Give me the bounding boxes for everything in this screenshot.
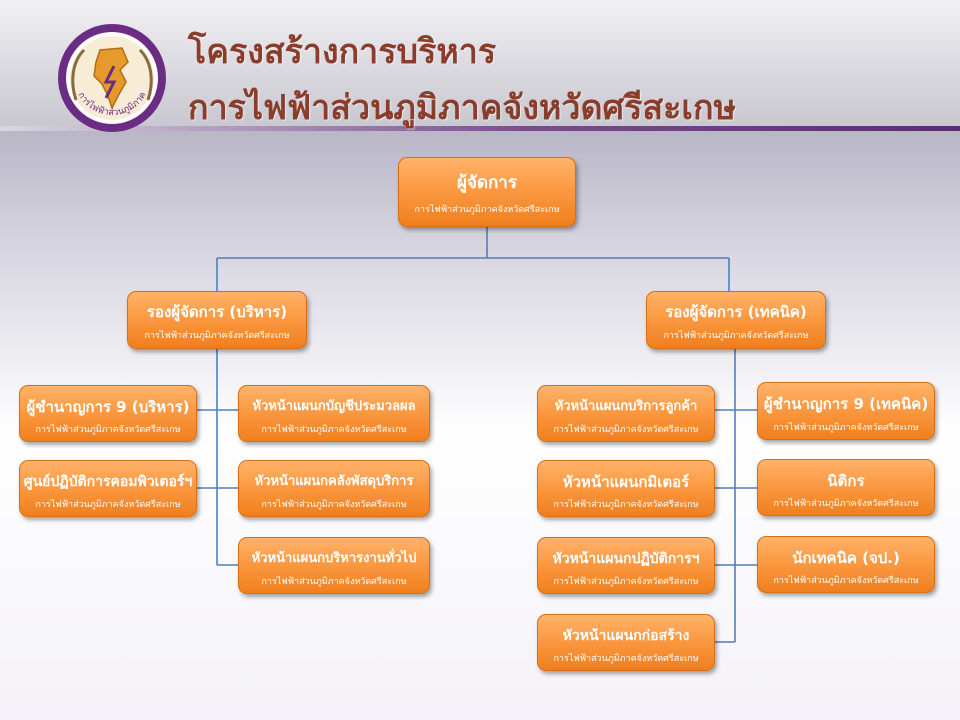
box-title: หัวหน้าแผนกบริการลูกค้า — [554, 399, 698, 414]
box-subtitle: การไฟฟ้าส่วนภูมิภาคจังหวัดศรีสะเกษ — [773, 499, 919, 509]
box-title: ผู้ชำนาญการ 9 (เทคนิค) — [763, 395, 929, 413]
org-box-operations: หัวหน้าแผนกปฏิบัติการฯ การไฟฟ้าส่วนภูมิภ… — [537, 537, 715, 594]
org-box-computer-center: ศูนย์ปฏิบัติการคอมพิวเตอร์ฯ การไฟฟ้าส่วน… — [19, 460, 197, 517]
box-subtitle: การไฟฟ้าส่วนภูมิภาคจังหวัดศรีสะเกษ — [261, 577, 407, 587]
box-title: ผู้ชำนาญการ 9 (บริหาร) — [26, 398, 190, 416]
org-box-deputy-admin: รองผู้จัดการ (บริหาร) การไฟฟ้าส่วนภูมิภา… — [127, 291, 307, 349]
box-subtitle: การไฟฟ้าส่วนภูมิภาคจังหวัดศรีสะเกษ — [773, 576, 919, 586]
org-box-warehouse: หัวหน้าแผนกคลังพัสดุบริการ การไฟฟ้าส่วนภ… — [238, 460, 430, 517]
box-title: หัวหน้าแผนกปฏิบัติการฯ — [552, 551, 700, 567]
box-subtitle: การไฟฟ้าส่วนภูมิภาคจังหวัดศรีสะเกษ — [261, 500, 407, 510]
box-subtitle: การไฟฟ้าส่วนภูมิภาคจังหวัดศรีสะเกษ — [553, 500, 699, 510]
org-box-deputy-tech: รองผู้จัดการ (เทคนิค) การไฟฟ้าส่วนภูมิภา… — [646, 291, 826, 349]
box-title: หัวหน้าแผนกก่อสร้าง — [562, 628, 690, 644]
header-rule — [0, 126, 960, 131]
box-subtitle: การไฟฟ้าส่วนภูมิภาคจังหวัดศรีสะเกษ — [663, 331, 809, 341]
box-title: นิติกร — [827, 472, 865, 490]
box-subtitle: การไฟฟ้าส่วนภูมิภาคจังหวัดศรีสะเกษ — [773, 423, 919, 433]
box-title: รองผู้จัดการ (เทคนิค) — [665, 303, 807, 321]
box-subtitle: การไฟฟ้าส่วนภูมิภาคจังหวัดศรีสะเกษ — [553, 425, 699, 435]
box-title: หัวหน้าแผนกบริหารงานทั่วไป — [251, 551, 417, 566]
box-subtitle: การไฟฟ้าส่วนภูมิภาคจังหวัดศรีสะเกษ — [261, 425, 407, 435]
org-box-general-admin: หัวหน้าแผนกบริหารงานทั่วไป การไฟฟ้าส่วนภ… — [238, 537, 430, 594]
box-title: รองผู้จัดการ (บริหาร) — [146, 303, 288, 321]
box-subtitle: การไฟฟ้าส่วนภูมิภาคจังหวัดศรีสะเกษ — [553, 654, 699, 664]
box-title: ศูนย์ปฏิบัติการคอมพิวเตอร์ฯ — [23, 474, 193, 490]
org-box-customer-service: หัวหน้าแผนกบริการลูกค้า การไฟฟ้าส่วนภูมิ… — [537, 385, 715, 442]
box-title: หัวหน้าแผนกคลังพัสดุบริการ — [254, 474, 414, 489]
box-title: หัวหน้าแผนกมิเตอร์ — [562, 473, 690, 491]
box-title: ผู้จัดการ — [457, 173, 517, 193]
org-box-accounting: หัวหน้าแผนกบัญชีประมวลผล การไฟฟ้าส่วนภูม… — [238, 385, 430, 442]
org-box-construction: หัวหน้าแผนกก่อสร้าง การไฟฟ้าส่วนภูมิภาคจ… — [537, 614, 715, 671]
box-title: นักเทคนิค (จป.) — [792, 549, 900, 567]
org-box-expert-admin: ผู้ชำนาญการ 9 (บริหาร) การไฟฟ้าส่วนภูมิภ… — [19, 385, 197, 442]
title-line-2: การไฟฟ้าส่วนภูมิภาคจังหวัดศรีสะเกษ — [188, 88, 737, 128]
box-subtitle: การไฟฟ้าส่วนภูมิภาคจังหวัดศรีสะเกษ — [553, 577, 699, 587]
box-subtitle: การไฟฟ้าส่วนภูมิภาคจังหวัดศรีสะเกษ — [35, 500, 181, 510]
title-line-1: โครงสร้างการบริหาร — [188, 32, 497, 72]
org-box-technician: นักเทคนิค (จป.) การไฟฟ้าส่วนภูมิภาคจังหว… — [757, 536, 935, 593]
box-title: หัวหน้าแผนกบัญชีประมวลผล — [252, 399, 416, 414]
pea-logo-icon: การไฟฟ้าส่วนภูมิภาค — [58, 24, 166, 132]
box-subtitle: การไฟฟ้าส่วนภูมิภาคจังหวัดศรีสะเกษ — [414, 205, 560, 215]
org-box-meter: หัวหน้าแผนกมิเตอร์ การไฟฟ้าส่วนภูมิภาคจั… — [537, 460, 715, 517]
org-box-legal: นิติกร การไฟฟ้าส่วนภูมิภาคจังหวัดศรีสะเก… — [757, 459, 935, 516]
org-box-expert-tech: ผู้ชำนาญการ 9 (เทคนิค) การไฟฟ้าส่วนภูมิภ… — [757, 382, 935, 440]
org-box-manager: ผู้จัดการ การไฟฟ้าส่วนภูมิภาคจังหวัดศรีส… — [398, 157, 576, 227]
box-subtitle: การไฟฟ้าส่วนภูมิภาคจังหวัดศรีสะเกษ — [35, 425, 181, 435]
box-subtitle: การไฟฟ้าส่วนภูมิภาคจังหวัดศรีสะเกษ — [144, 331, 290, 341]
